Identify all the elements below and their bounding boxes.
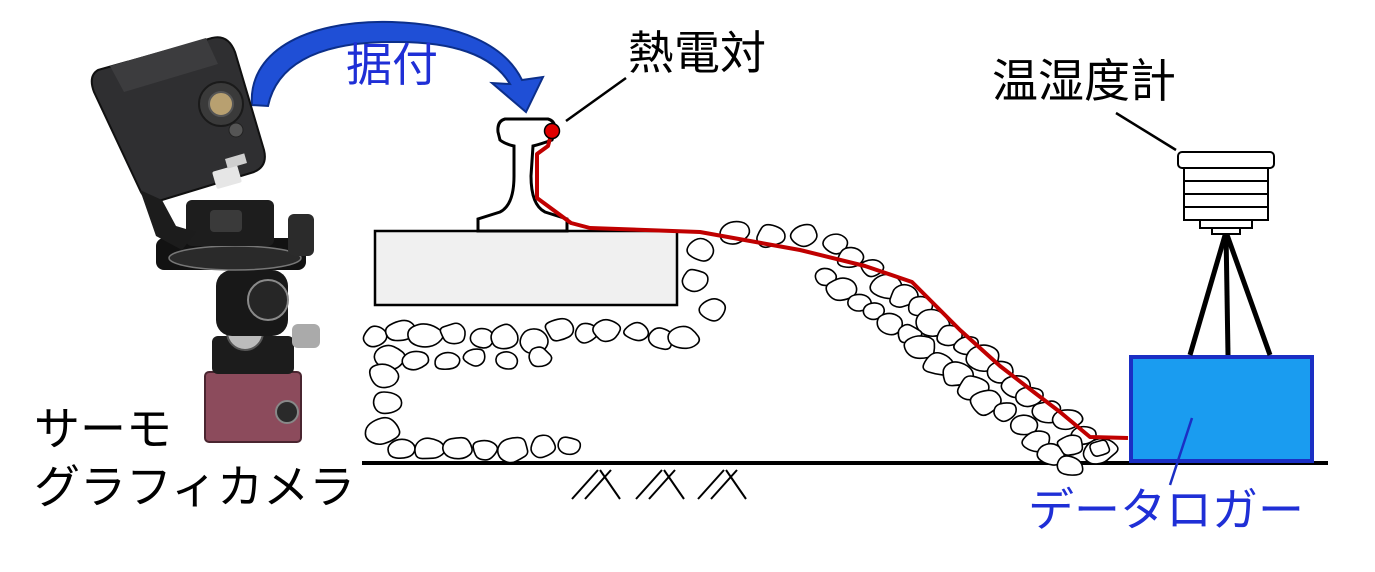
thermocouple-leader [565,76,627,123]
ballast-stone [686,237,715,262]
ballast-stone [368,363,400,389]
ballast-stone [544,317,575,342]
ballast-stone [414,437,446,460]
ballast-stone [472,439,499,461]
ballast-stone [1056,434,1084,456]
ballast-stone [862,302,886,321]
data-logger-box [1129,355,1314,463]
ballast-stone [372,391,403,415]
thermal-camera-label-line2: グラフィカメラ [34,460,356,514]
curved-arrow-icon [250,20,545,114]
ballast-stone [442,436,473,460]
ballast-stone [1089,439,1111,457]
ballast-stone [401,350,430,371]
ballast-stone [681,268,709,293]
ballast-stone [698,297,727,322]
ballast-stone [969,389,1002,417]
hygrometer-label: 温湿度計 [992,54,1176,108]
ballast-stone [439,322,466,345]
thermocouple-label: 熱電対 [628,26,766,80]
ballast-stone [789,223,818,248]
thermal-camera-label-line1: サーモ [34,402,172,456]
ballast-stone [876,312,904,336]
ballast-stone [647,327,674,351]
ballast-stone [364,416,401,446]
ballast-stone [530,434,557,459]
ballast-stone [495,350,519,370]
install-label: 据付 [346,38,438,92]
thermocouple-wire [535,130,1129,440]
ballast-stone [434,351,461,371]
ballast-stone [496,436,529,464]
ballast-stone [462,348,486,367]
hygrometer-leader [1115,111,1177,152]
tripod [1187,231,1273,356]
ground-hatch [571,469,747,500]
ballast-stone [469,327,495,349]
ballast-stone [490,323,519,350]
ballast-stone [528,346,553,368]
ballast-stone [667,325,701,350]
ballast-stone [623,321,650,342]
ballast-stone [387,438,416,459]
ballast-stone [407,323,444,348]
ballast-stones [362,220,1119,476]
radiation-shield-icon [1177,151,1275,235]
ballast-stone [822,233,849,255]
thermal-camera-icon [90,36,320,443]
ballast-stone [993,402,1017,423]
thermocouple-sensor-dot [543,122,561,140]
ballast-stone [557,436,582,456]
ballast-stone [1056,455,1084,476]
ballast-stone [362,325,388,348]
data-logger-leader [1168,417,1194,486]
ballast-stone [825,277,858,302]
ballast-stone [592,318,622,343]
data-logger-label: データロガー [1028,483,1304,537]
sleeper [373,229,679,307]
